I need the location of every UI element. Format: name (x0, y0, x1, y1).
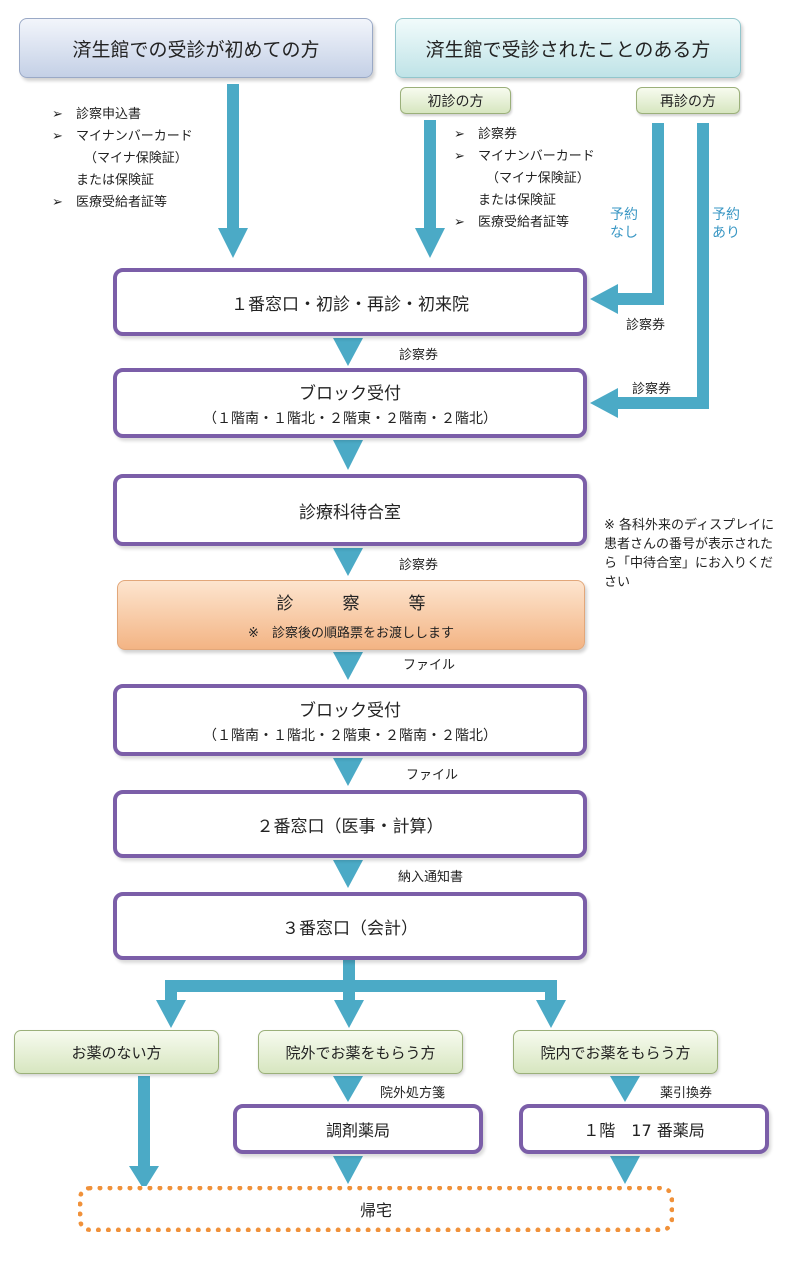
step-block-reception-1: ブロック受付 （１階南・１階北・２階東・２階南・２階北） (113, 368, 587, 438)
bullet-icon: ➢ (52, 195, 63, 210)
step-waiting-room-label: 診療科待合室 (299, 502, 401, 523)
arrow-label-payment: 納入通知書 (398, 870, 464, 885)
home-label: 帰宅 (359, 1201, 392, 1220)
pill-saishin-label: 再診の方 (660, 93, 716, 110)
step-exam-sub: ※ 診察後の順路票をお渡しします (248, 626, 454, 641)
step-window-1: １番窓口・初診・再診・初来院 (113, 268, 587, 336)
label-no-reservation: 予約 なし (610, 207, 638, 241)
docs-first-visit: ➢ 診察申込書 ➢ マイナンバーカード （マイナ保険証） または保険証 ➢ 医療… (50, 104, 193, 214)
arrow-label-outside-prescription: 院外処方箋 (380, 1086, 446, 1101)
docs-shoshin-item: ➢ 診察券 (452, 124, 595, 146)
pill-saishin: 再診の方 (636, 87, 740, 114)
arrow-label-file: ファイル (406, 768, 459, 783)
dest-outside-medicine: 院外でお薬をもらう方 (258, 1030, 463, 1074)
step-title: ブロック受付 (299, 700, 401, 721)
step-exam-title: 診 察 等 (276, 594, 442, 614)
step-waiting-room: 診療科待合室 (113, 474, 587, 546)
arrow-label-card: 診察券 (399, 348, 439, 363)
arrow-label-card: 診察券 (399, 558, 439, 573)
header-returning: 済生館で受診されたことのある方 (395, 18, 741, 78)
arrow-label-file: ファイル (403, 658, 456, 673)
step-window-3: ３番窓口（会計） (113, 892, 587, 960)
docs-first-item: ➢ 医療受給者証等 (50, 192, 193, 214)
header-returning-label: 済生館で受診されたことのある方 (425, 38, 711, 61)
docs-shoshin-item: ➢ 医療受給者証等 (452, 212, 595, 234)
arrow-label-card: 診察券 (626, 318, 666, 333)
docs-first-item: ➢ 診察申込書 (50, 104, 193, 126)
step-block-reception-2: ブロック受付 （１階南・１階北・２階東・２階南・２階北） (113, 684, 587, 756)
step-sub: （１階南・１階北・２階東・２階南・２階北） (203, 727, 497, 744)
pharmacy-inside: １階 17 番薬局 (519, 1104, 769, 1154)
dest-no-medicine: お薬のない方 (14, 1030, 219, 1074)
bullet-icon: ➢ (454, 127, 465, 142)
arrow-label-medicine-ticket: 薬引換券 (660, 1086, 713, 1101)
pill-shoshin-label: 初診の方 (427, 93, 484, 110)
pharmacy-outside: 調剤薬局 (233, 1104, 483, 1154)
label-reservation: 予約 あり (712, 207, 740, 241)
header-first-visit-label: 済生館での受診が初めての方 (72, 38, 320, 61)
arrow-label-card: 診察券 (632, 382, 672, 397)
bullet-icon: ➢ (454, 149, 465, 164)
dest-inside-medicine: 院内でお薬をもらう方 (513, 1030, 718, 1074)
step-window-2: ２番窓口（医事・計算） (113, 790, 587, 858)
display-note: ※ 各科外来のディスプレイに患者さんの番号が表示されたら「中待合室」にお入りくだ… (604, 518, 775, 590)
step-title: ブロック受付 (299, 383, 401, 404)
step-window-3-label: ３番窓口（会計） (282, 918, 418, 939)
home-box: 帰宅 (78, 1186, 674, 1232)
step-exam: 診 察 等 ※ 診察後の順路票をお渡しします (117, 580, 585, 650)
bullet-icon: ➢ (454, 215, 465, 230)
bullet-icon: ➢ (52, 129, 63, 144)
docs-shoshin-item: ➢ マイナンバーカード （マイナ保険証） または保険証 (452, 146, 595, 212)
docs-shoshin: ➢ 診察券 ➢ マイナンバーカード （マイナ保険証） または保険証 ➢ 医療受給… (452, 124, 595, 234)
step-sub: （１階南・１階北・２階東・２階南・２階北） (203, 410, 497, 427)
docs-first-item: ➢ マイナンバーカード （マイナ保険証） または保険証 (50, 126, 193, 192)
bullet-icon: ➢ (52, 107, 63, 122)
step-window-1-label: １番窓口・初診・再診・初来院 (231, 294, 469, 315)
step-window-2-label: ２番窓口（医事・計算） (256, 816, 444, 837)
header-first-visit: 済生館での受診が初めての方 (19, 18, 373, 78)
pill-shoshin: 初診の方 (400, 87, 511, 114)
